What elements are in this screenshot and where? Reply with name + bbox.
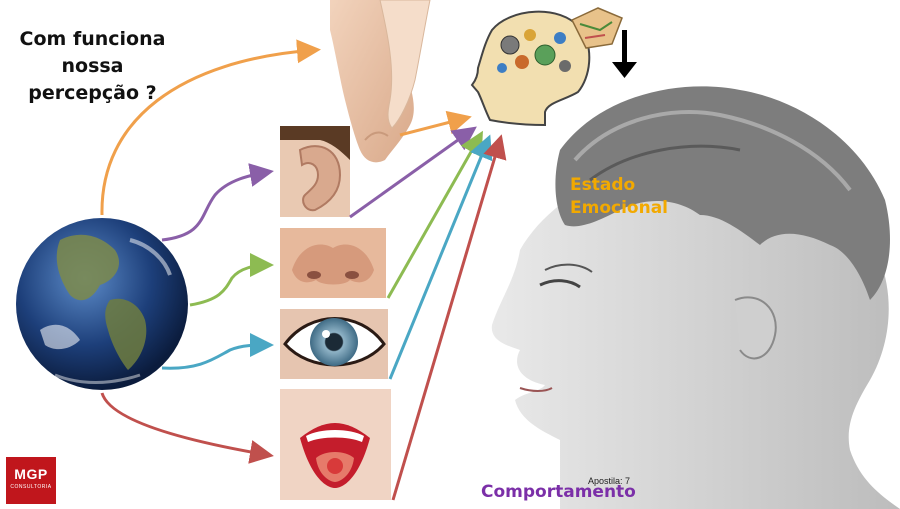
- nose-image: [280, 228, 386, 298]
- hands-touch-image: [330, 0, 431, 163]
- arrow-ear-to-head: [349, 126, 477, 219]
- estado-line-2: Emocional: [570, 198, 668, 218]
- estado-emocional-label: Estado Emocional: [570, 174, 668, 220]
- estado-line-1: Estado: [570, 175, 636, 195]
- arrow-touch-to-head: [399, 110, 472, 137]
- arrow-earth-to-touch: [100, 39, 321, 216]
- arrow-earth-to-ear: [161, 163, 274, 242]
- eye-image: [280, 309, 388, 379]
- title-line-1: Com funciona: [19, 28, 166, 50]
- ear-image: [280, 126, 350, 217]
- arrow-earth-to-eye: [161, 333, 274, 370]
- earth-globe-image: [16, 218, 188, 390]
- map-icon: [570, 7, 623, 49]
- apostila-label: Apostila: 7: [588, 476, 631, 486]
- title-line-3: percepção ?: [28, 82, 157, 104]
- woman-profile-image: [491, 86, 900, 509]
- arrow-mouth-to-head: [391, 134, 507, 501]
- page-title: Com funciona nossa percepção ?: [10, 26, 175, 107]
- arrow-earth-to-mouth: [100, 392, 274, 464]
- logo-sub-text: CONSULTORIA: [10, 484, 52, 490]
- mgp-logo: MGP CONSULTORIA: [6, 457, 56, 504]
- mouth-tongue-image: [280, 389, 391, 500]
- arrow-earth-to-nose: [189, 253, 274, 307]
- comportamento-label: Comportamento: [481, 482, 636, 502]
- arrow-nose-to-head: [386, 130, 483, 299]
- title-line-2: nossa: [61, 55, 124, 77]
- logo-main-text: MGP: [14, 466, 48, 482]
- arrow-eye-to-head: [388, 134, 493, 380]
- down-arrow-icon: [612, 30, 637, 78]
- brain-gears-icon: [470, 10, 591, 127]
